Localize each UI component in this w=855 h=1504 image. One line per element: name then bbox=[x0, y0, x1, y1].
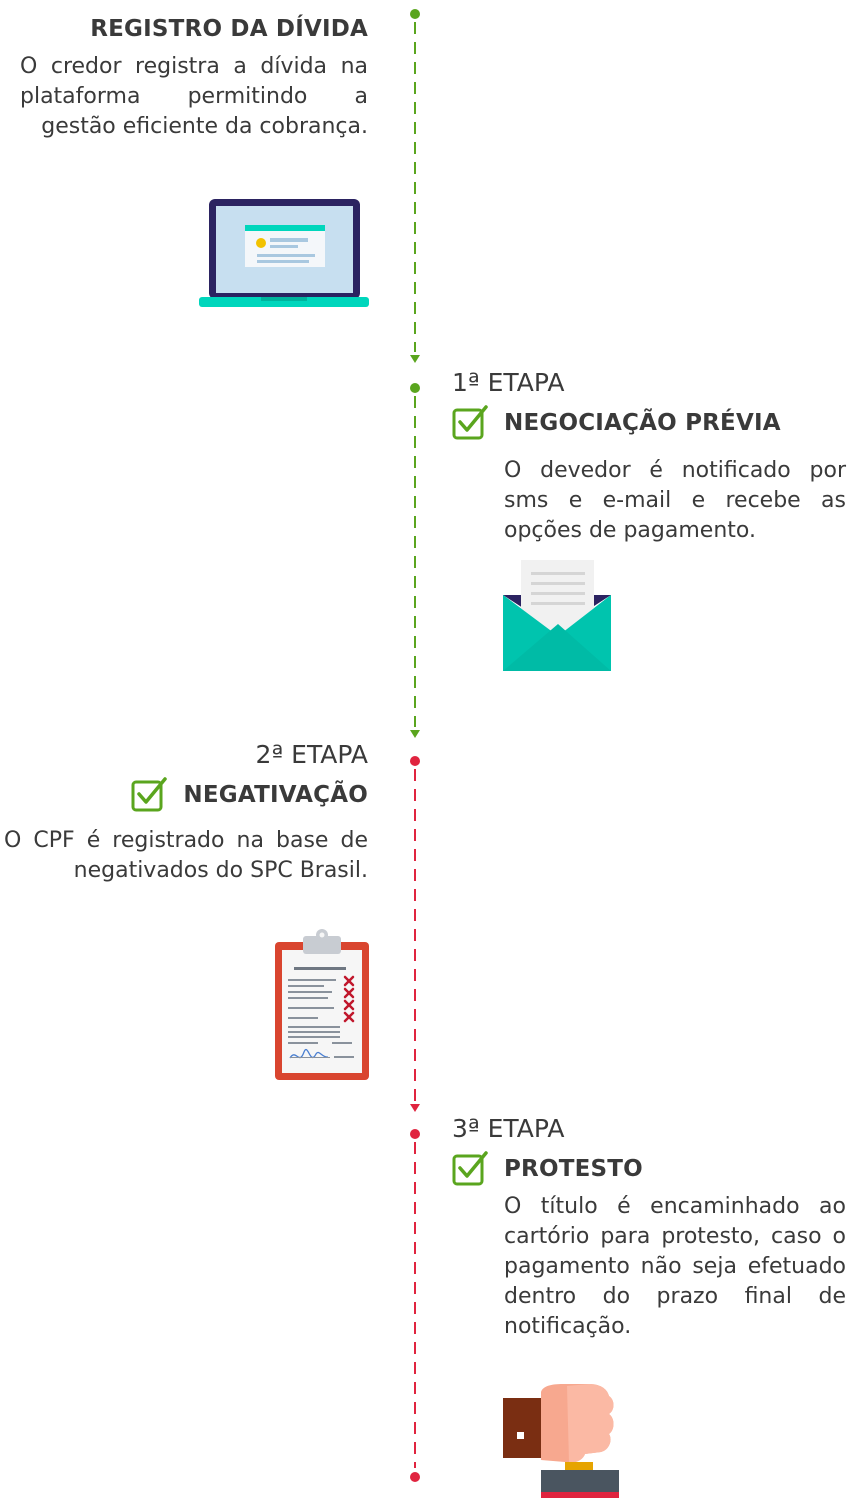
timeline-segment-green-2 bbox=[410, 383, 420, 738]
etapa3-title: PROTESTO bbox=[504, 1156, 643, 1182]
registro-title: REGISTRO DA DÍVIDA bbox=[90, 16, 368, 42]
envelope-icon bbox=[503, 558, 613, 676]
etapa2-label: 2ª ETAPA bbox=[255, 740, 368, 769]
etapa3-description: O título é encaminhado ao cartório para … bbox=[504, 1194, 846, 1339]
timeline-segment-red-2 bbox=[410, 1129, 420, 1482]
check-icon bbox=[131, 777, 169, 813]
check-icon bbox=[452, 405, 490, 441]
etapa1-label: 1ª ETAPA bbox=[452, 368, 565, 397]
etapa1-title: NEGOCIAÇÃO PRÉVIA bbox=[504, 410, 781, 436]
etapa3-section: 3ª ETAPA PROTESTO bbox=[452, 1114, 643, 1187]
registro-section: REGISTRO DA DÍVIDA O credor registra a d… bbox=[20, 16, 368, 142]
etapa2-description: O CPF é registrado na base de negativado… bbox=[4, 828, 368, 883]
etapa2-title: NEGATIVAÇÃO bbox=[183, 782, 368, 808]
etapa1-section: 1ª ETAPA NEGOCIAÇÃO PRÉVIA bbox=[452, 368, 781, 441]
etapa3-label: 3ª ETAPA bbox=[452, 1114, 565, 1143]
timeline-segment-green-1 bbox=[410, 9, 420, 363]
clipboard-icon bbox=[274, 928, 370, 1086]
check-icon bbox=[452, 1151, 490, 1187]
registro-description: O credor registra a dívida na plataforma… bbox=[20, 54, 368, 139]
timeline-segment-red-1 bbox=[410, 756, 420, 1112]
etapa1-description: O devedor é notificado por sms e e-mail … bbox=[504, 458, 846, 543]
laptop-icon bbox=[199, 197, 371, 315]
stamp-icon bbox=[503, 1384, 623, 1504]
etapa2-section: 2ª ETAPA NEGATIVAÇÃO bbox=[20, 740, 368, 813]
